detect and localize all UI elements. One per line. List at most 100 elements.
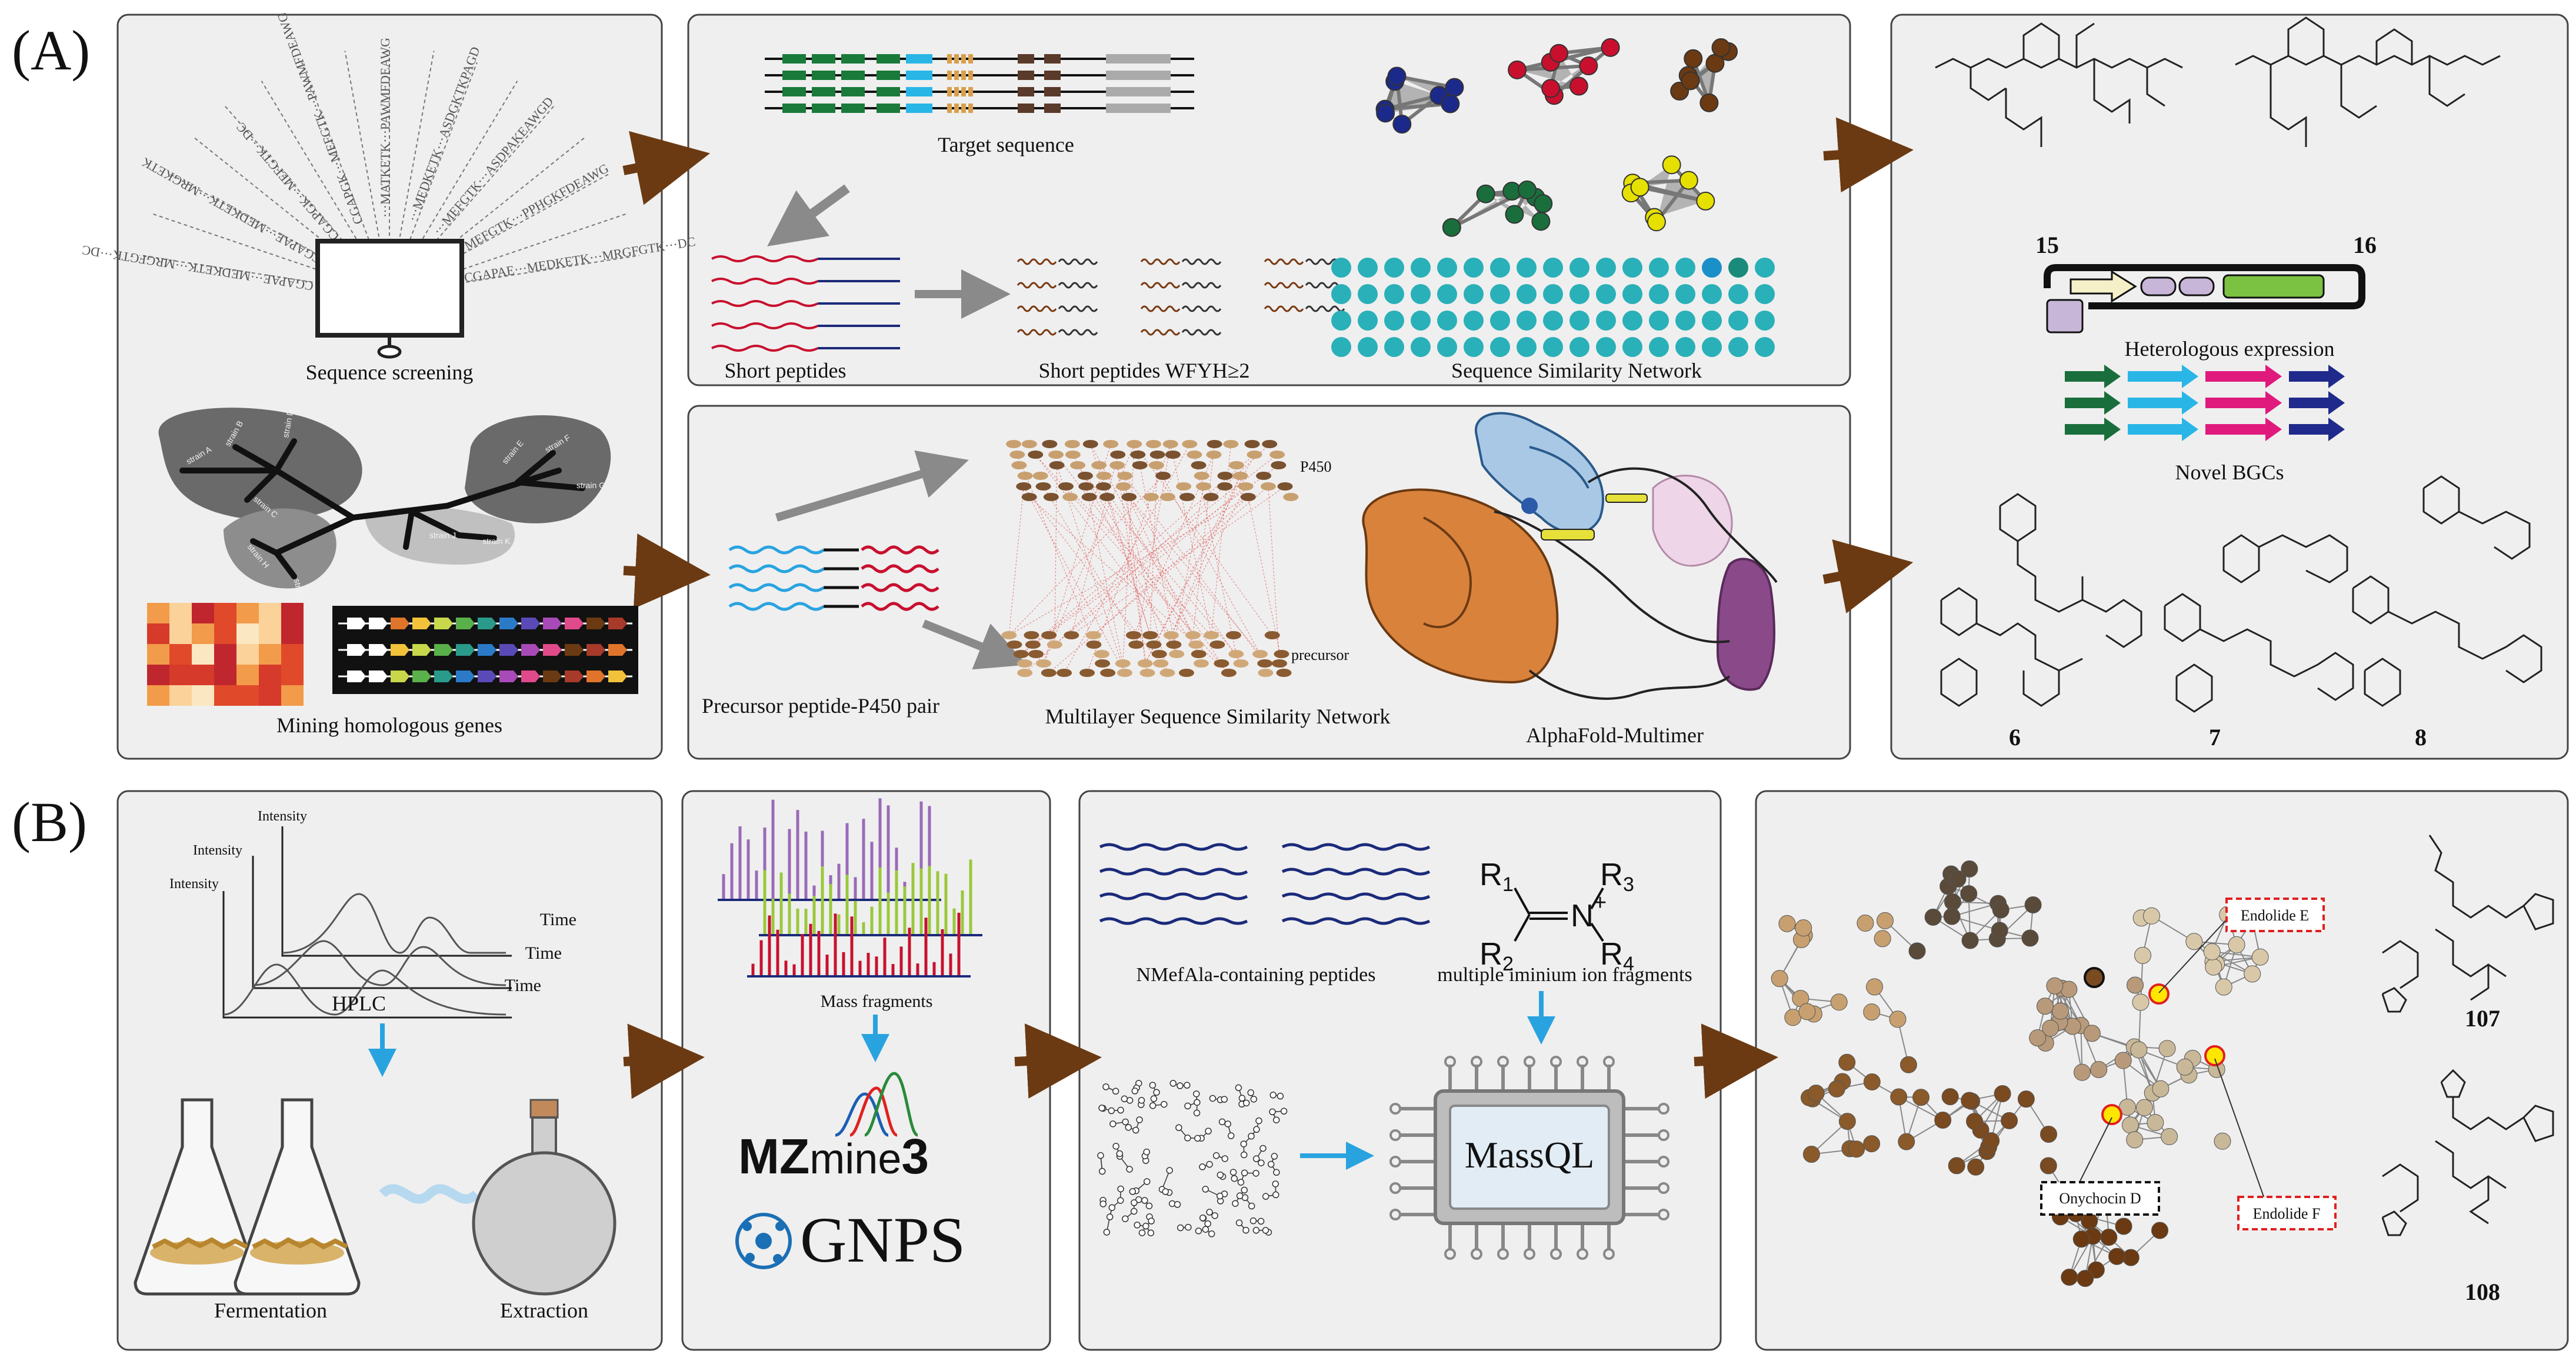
gene-block bbox=[456, 644, 475, 656]
hplc-chromatogram bbox=[222, 826, 512, 1019]
ssn-dot bbox=[1543, 284, 1563, 304]
precursor-node bbox=[1125, 631, 1141, 639]
ssn-node bbox=[1476, 184, 1495, 204]
precursor-node bbox=[1166, 641, 1182, 649]
arrow-pair-to-p450 bbox=[775, 450, 969, 522]
p450-node bbox=[1260, 482, 1276, 491]
heatmap-cell bbox=[192, 685, 214, 706]
arrow-precursor-to-products bbox=[1822, 539, 1914, 613]
network-node bbox=[1184, 1135, 1191, 1142]
sequence-block bbox=[841, 87, 865, 96]
network-node bbox=[1235, 1084, 1242, 1092]
network-node bbox=[1250, 1096, 1258, 1103]
p450-node bbox=[1149, 451, 1165, 459]
network-node bbox=[1277, 1092, 1284, 1100]
p450-node bbox=[1247, 451, 1262, 459]
sequence-block bbox=[961, 87, 966, 96]
p450-node bbox=[1082, 440, 1098, 448]
sequence-block bbox=[968, 71, 973, 80]
sequence-block bbox=[1106, 87, 1171, 96]
label-mining-homologous-genes: Mining homologous genes bbox=[276, 713, 502, 737]
network-node bbox=[1169, 1080, 1177, 1087]
p450-node bbox=[1223, 440, 1239, 448]
sequence-block bbox=[947, 87, 952, 96]
network-node bbox=[2036, 998, 2054, 1015]
sequence-block bbox=[947, 71, 952, 80]
gene-block bbox=[608, 644, 627, 656]
network-node bbox=[1112, 1143, 1119, 1150]
ssn-clusters bbox=[1375, 38, 1738, 237]
p450-node bbox=[1132, 461, 1148, 469]
ssn-node bbox=[1647, 212, 1666, 232]
panel-label-a: (A) bbox=[12, 19, 90, 82]
network-node bbox=[1194, 1135, 1201, 1142]
ssn-dot bbox=[1622, 284, 1642, 304]
p450-node bbox=[1062, 493, 1078, 501]
precursor-node bbox=[1036, 659, 1052, 668]
network-node bbox=[1149, 1102, 1157, 1109]
network-node bbox=[1273, 1169, 1280, 1176]
network-node bbox=[1106, 1213, 1114, 1220]
sequence-block bbox=[1106, 54, 1171, 64]
p450-node bbox=[1043, 493, 1059, 501]
network-node bbox=[2158, 1040, 2176, 1058]
precursor-node bbox=[1128, 641, 1144, 649]
network-node bbox=[1149, 1082, 1157, 1089]
label-hplc: HPLC bbox=[332, 992, 386, 1015]
network-node bbox=[2132, 993, 2150, 1011]
tree-strain-label: strain I bbox=[292, 578, 306, 604]
network-node bbox=[1994, 1085, 2011, 1103]
p450-node bbox=[1148, 461, 1164, 469]
p450-node bbox=[1064, 440, 1080, 448]
ssn-dot bbox=[1331, 258, 1351, 278]
network-node bbox=[1205, 1128, 1212, 1135]
a-box-products bbox=[1890, 14, 2569, 760]
ssn-node bbox=[1681, 71, 1700, 91]
precursor-node bbox=[1025, 641, 1041, 649]
heatmap-cell bbox=[169, 685, 192, 706]
mzmine-logo: MZmine3 bbox=[738, 1072, 929, 1184]
precursor-node bbox=[1024, 631, 1039, 639]
network-node bbox=[1247, 1089, 1254, 1096]
precursor-node bbox=[1139, 669, 1155, 677]
heatmap-cell bbox=[259, 665, 281, 685]
arrow-mass-to-massql bbox=[1014, 1023, 1102, 1099]
p450-node bbox=[1191, 461, 1207, 469]
network-node bbox=[1934, 1112, 1952, 1129]
precursor-node bbox=[1225, 631, 1241, 639]
p450-node bbox=[1130, 451, 1146, 459]
label-fermentation: Fermentation bbox=[214, 1299, 327, 1322]
network-node bbox=[2061, 1268, 2078, 1286]
fan-sequence-text: ···MATKETK···PAWMFDEAWG bbox=[378, 38, 392, 218]
network-node bbox=[2244, 965, 2261, 983]
sequence-block bbox=[968, 104, 973, 113]
network-node bbox=[1830, 993, 1848, 1011]
p450-node bbox=[1006, 440, 1022, 448]
p450-node bbox=[1065, 451, 1081, 459]
network-node bbox=[1098, 1105, 1105, 1112]
network-node bbox=[1961, 860, 1978, 878]
sequence-block bbox=[1106, 104, 1171, 113]
p450-node bbox=[1127, 440, 1142, 448]
p450-node bbox=[1217, 472, 1233, 480]
heatmap-cell bbox=[147, 665, 169, 685]
network-node bbox=[1229, 1169, 1237, 1176]
ssn-dot bbox=[1675, 337, 1695, 357]
p450-node bbox=[1217, 482, 1233, 491]
network-node bbox=[1217, 1171, 1224, 1179]
gene-block bbox=[369, 644, 388, 656]
network-node bbox=[2126, 1131, 2144, 1149]
network-node bbox=[1206, 1160, 1213, 1168]
ssn-dot bbox=[1384, 258, 1404, 278]
network-node bbox=[1153, 1089, 1160, 1096]
ssn-dot bbox=[1490, 284, 1510, 304]
p450-node bbox=[1099, 493, 1115, 501]
network-node bbox=[1272, 1116, 1280, 1123]
p450-node bbox=[1182, 440, 1198, 448]
sequence-block bbox=[812, 104, 835, 113]
network-node bbox=[1924, 908, 1942, 926]
gene-block bbox=[543, 671, 562, 682]
network-node bbox=[1131, 1199, 1138, 1206]
network-node bbox=[1238, 1095, 1246, 1102]
network-node bbox=[1267, 1160, 1275, 1168]
